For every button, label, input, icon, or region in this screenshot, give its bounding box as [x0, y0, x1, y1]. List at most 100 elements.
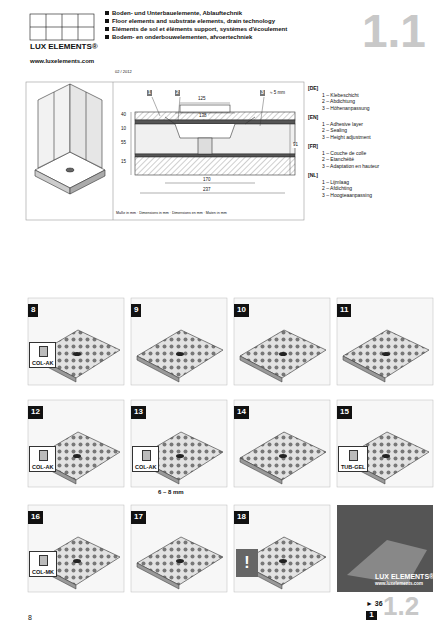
label-text: Eléments de sol et éléments support, sys… — [112, 26, 287, 33]
board-edge — [240, 356, 282, 382]
node-text: ! — [236, 554, 258, 572]
node-text: www.luxelements.com — [375, 582, 423, 587]
drain — [176, 352, 184, 356]
label-text: Floor elements and substrate elements, d… — [112, 18, 275, 25]
label-text: 1 – Couche de colle — [322, 151, 366, 157]
label-text: 1 – Lijmlaag — [322, 180, 349, 186]
node-text: 1 — [366, 611, 377, 620]
label-text: 2 – Afdichting — [322, 186, 352, 192]
label-text: 3 – Hoogteaanpassing — [322, 193, 372, 199]
product-icon — [39, 450, 48, 461]
label-text: ≈ 5 mm — [270, 91, 285, 96]
board-edge — [137, 356, 179, 382]
tag-node: COL-MK — [29, 551, 57, 577]
board-edge — [137, 563, 179, 589]
step-frame — [234, 505, 330, 592]
drain — [382, 352, 390, 356]
label-text: 3 – Height adjustment — [322, 135, 371, 141]
panel-node: 8COL-AK — [28, 298, 124, 385]
label-text: 3 – Adaptation en hauteur — [322, 164, 379, 170]
tag-node: TUB-GEL — [338, 446, 368, 472]
label-text: 1.2 — [383, 592, 419, 621]
step-frame — [28, 400, 124, 487]
ref-node: 1 — [366, 611, 377, 622]
label-text: [NL] — [308, 173, 318, 179]
node-text: COL-MK — [30, 568, 56, 576]
label-text: 8 — [28, 614, 32, 622]
product-icon — [142, 450, 151, 461]
panel-node: 16COL-MK — [28, 505, 124, 592]
label-text: 2 — [175, 90, 180, 96]
step-frame — [337, 400, 433, 487]
panel-node: 15TUB-GEL — [337, 400, 433, 487]
node-text: 11 — [337, 304, 351, 317]
label-text: [DE] — [308, 86, 318, 92]
board-edge — [240, 458, 282, 484]
drain — [73, 352, 81, 356]
product-icon — [349, 450, 358, 461]
node-text: 18 — [234, 511, 249, 524]
floor-board — [34, 330, 120, 378]
step-frame — [28, 505, 124, 592]
logo-node: LUX ELEMENTS® — [28, 12, 96, 56]
label-text: www.luxelements.com — [30, 58, 94, 65]
drain — [176, 454, 184, 458]
node-text: 14 — [234, 406, 249, 419]
board-edge — [343, 356, 385, 382]
label-text: Boden- und Unterbauelemente, Ablauftechn… — [112, 10, 242, 17]
panel-node: 10 — [234, 298, 330, 385]
label-text: 1 – Adhesive layer — [322, 122, 363, 128]
label-text: 2 – Sealing — [322, 128, 347, 134]
label-text: 125 — [198, 97, 206, 102]
floor-board — [240, 432, 326, 480]
photo-node: LUX ELEMENTS®www.luxelements.com — [337, 505, 433, 592]
panel-node: 13COL-AK — [131, 400, 227, 487]
label-text: ► 36 — [366, 600, 383, 608]
floor-board — [240, 330, 326, 378]
label-text: 6 – 8 mm — [158, 489, 184, 496]
node-text: 13 — [131, 406, 146, 419]
label-text: 1.1 — [362, 6, 426, 57]
tag-node: COL-AK — [29, 342, 56, 368]
node-text: 16 — [28, 511, 43, 524]
label-text: 91 — [292, 143, 299, 148]
label-text: Bodem- en onderbouwelementen, afvoertech… — [112, 34, 252, 41]
step-frame — [337, 298, 433, 385]
label-text: 2 – Abdichtung — [322, 99, 355, 105]
node-text: LUX ELEMENTS® — [30, 43, 98, 52]
panel-node: 11 — [337, 298, 433, 385]
node-text: COL-AK — [30, 359, 55, 367]
step-frame — [131, 505, 227, 592]
node-text: TUB-GEL — [339, 463, 367, 471]
label-text: 3 – Höhenanpassung — [322, 106, 370, 112]
drain — [176, 559, 184, 563]
node-text: 12 — [28, 406, 43, 419]
label-text: 1 — [147, 90, 152, 96]
bang-node: ! — [236, 549, 258, 577]
step-frame — [131, 298, 227, 385]
label-text: 55 — [120, 141, 127, 146]
tag-node: COL-AK — [29, 446, 56, 472]
label-text: 40 — [120, 113, 127, 118]
step-frame — [28, 298, 124, 385]
drain — [279, 454, 287, 458]
panel-node: 14 — [234, 400, 330, 487]
label-text: 1 – Klebeschicht — [322, 93, 359, 99]
label-text: [FR] — [308, 144, 318, 150]
node-text: 9 — [131, 304, 141, 317]
floor-board — [343, 432, 429, 480]
label-text: 10 — [120, 127, 127, 132]
label-text: 237 — [203, 188, 211, 193]
drain — [279, 559, 287, 563]
panel-node: 18! — [234, 505, 330, 592]
floor-board — [343, 330, 429, 378]
panel-node: 12COL-AK — [28, 400, 124, 487]
floor-board — [34, 537, 120, 585]
tag-node: COL-AK — [132, 446, 159, 472]
label-text: 02 / 2012 — [115, 70, 132, 74]
product-icon — [39, 555, 48, 566]
node-text: 15 — [337, 406, 352, 419]
node-text: 8 — [28, 304, 38, 317]
label-text: 138 — [198, 114, 208, 119]
